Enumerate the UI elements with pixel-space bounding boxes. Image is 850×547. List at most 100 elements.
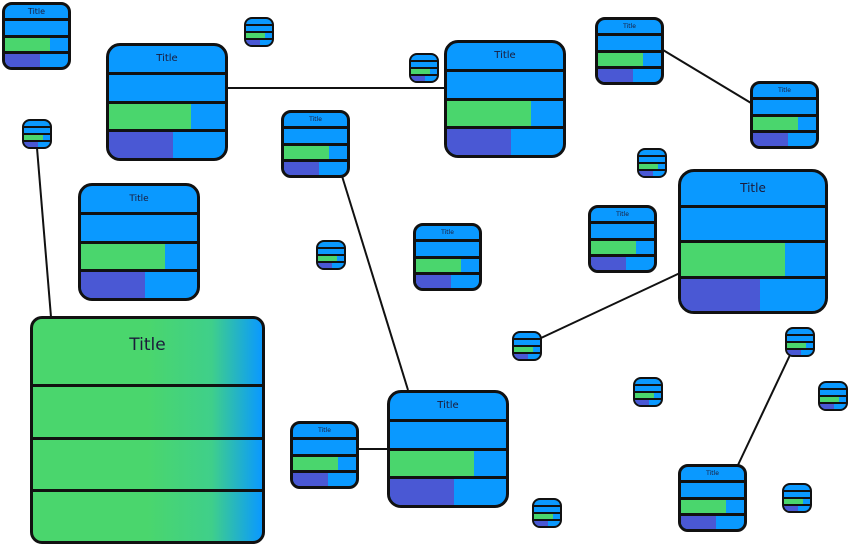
connector [662,49,752,104]
card[interactable]: Title [78,183,200,301]
card[interactable]: Title [750,81,819,149]
card-row-indigo [5,50,68,67]
indigo-bar [284,161,319,175]
card-row [390,418,506,448]
card-row-indigo [284,158,347,175]
indigo-bar [246,40,261,45]
card[interactable]: Title [678,169,828,314]
card-row-indigo [416,271,479,288]
card-row-green [591,237,654,254]
card-row-green [411,67,437,74]
card-row-indigo [318,261,344,268]
card-row-green [447,97,563,127]
card[interactable]: Title [588,205,657,273]
indigo-bar [784,506,799,511]
card-row-green [246,31,272,38]
card-row-green [284,142,347,159]
indigo-bar [820,404,835,409]
mini-card[interactable] [409,53,439,83]
indigo-bar [293,472,328,486]
card-title: Title [706,470,719,478]
indigo-bar [681,278,761,311]
mini-card[interactable] [818,381,848,411]
mini-card[interactable] [637,148,667,178]
card-row [784,490,810,497]
card-title: Title [27,7,46,17]
card[interactable]: Title [444,40,566,158]
card-row-indigo [411,74,437,81]
green-bar [681,243,785,276]
green-bar [411,69,430,74]
green-bar [753,116,799,130]
card-row [246,24,272,31]
card-row [411,60,437,67]
card-row-indigo [447,126,563,155]
feature-card[interactable]: Title [30,316,265,544]
card-row [681,204,825,241]
indigo-bar [598,68,633,82]
card[interactable]: Title [2,2,71,70]
card-title: Title [441,229,454,237]
card[interactable]: Title [595,17,664,85]
indigo-bar [447,129,511,155]
green-bar [681,499,727,513]
card-row-indigo [820,402,846,409]
indigo-bar [81,272,145,298]
green-bar [24,135,43,140]
mini-card[interactable] [512,331,542,361]
connector [341,175,409,391]
card-row [447,68,563,98]
card-row-green [24,133,50,140]
indigo-bar [416,274,451,288]
card[interactable]: Title [106,43,228,161]
card[interactable]: Title [678,464,747,532]
green-bar [639,164,658,169]
card[interactable]: Title [290,421,359,489]
card-row-indigo [784,504,810,511]
feature-card-row [33,488,262,541]
card-row-green [681,240,825,276]
green-bar [447,100,531,127]
indigo-bar [639,171,654,176]
connector [540,272,681,339]
card[interactable]: Title [281,110,350,178]
card-row-indigo [598,65,661,82]
card-row-indigo [109,129,225,158]
green-bar [5,37,51,51]
feature-card-row [33,436,262,489]
card-row [514,338,540,345]
indigo-bar [109,132,173,158]
card[interactable]: Title [413,223,482,291]
card-row [635,384,661,391]
card-row [284,126,347,142]
card-row [534,505,560,512]
mini-card[interactable] [316,240,346,270]
card-row-green [293,453,356,470]
green-bar [534,514,553,519]
mini-card[interactable] [22,119,52,149]
card-row-green [639,162,665,169]
mini-card[interactable] [782,483,812,513]
mini-card[interactable] [785,327,815,357]
card-row-indigo [534,519,560,526]
card-row-green [753,113,816,130]
card-row-green [416,255,479,272]
indigo-bar [318,263,333,268]
green-bar [820,397,839,402]
card-title: Title [156,53,178,65]
card-row-green [598,49,661,66]
mini-card[interactable] [532,498,562,528]
card-row-green [635,391,661,398]
card-title: Title [494,50,516,62]
card-row-indigo [681,512,744,529]
green-bar [284,145,330,159]
connector [36,147,52,318]
green-bar [514,347,533,352]
mini-card[interactable] [244,17,274,47]
card-row [5,18,68,34]
card[interactable]: Title [387,390,509,508]
indigo-bar [390,479,454,505]
mini-card[interactable] [633,377,663,407]
card-row [318,247,344,254]
